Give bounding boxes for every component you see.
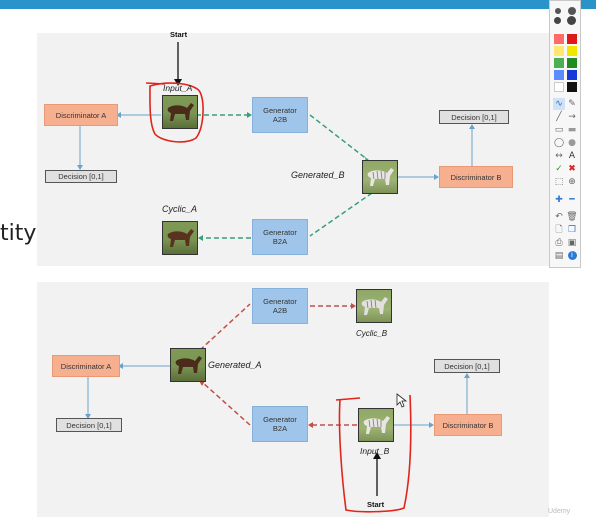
select-icon[interactable]: ⬚	[554, 177, 564, 187]
pen-icon[interactable]: ∿	[553, 98, 565, 110]
rectangle-icon[interactable]: ▭	[554, 125, 564, 135]
input-a-image	[162, 95, 198, 129]
brush-size-large-icon[interactable]	[566, 5, 578, 17]
arrow-icon[interactable]: →	[568, 112, 576, 122]
color-swatch-green[interactable]	[567, 58, 577, 68]
generator-a2b-top: Generator A2B	[252, 97, 308, 133]
color-swatch-yellow[interactable]	[567, 46, 577, 56]
delete-icon[interactable]: 🗑	[566, 212, 578, 222]
brush-size-small-icon[interactable]	[552, 5, 564, 17]
discriminator-a-top: Discriminator A	[44, 104, 118, 126]
text-icon[interactable]: A	[568, 151, 576, 161]
generator-b2a-bottom: Generator B2A	[252, 406, 308, 442]
copy-icon[interactable]: ❐	[567, 225, 577, 235]
side-text: tity	[0, 221, 37, 246]
cyclic-b-label: Cyclic_B	[356, 329, 388, 338]
cyclic-b-image	[356, 289, 392, 323]
generated-a-label: Generated_A	[208, 360, 262, 370]
generator-b2a-bottom-label: Generator B2A	[263, 415, 297, 433]
color-swatch-light-blue[interactable]	[554, 70, 564, 80]
color-swatch-light-green[interactable]	[554, 58, 564, 68]
print-icon[interactable]: ⎙	[555, 238, 563, 248]
brush-size-xl-icon[interactable]	[566, 15, 578, 27]
discriminator-b-top: Discriminator B	[439, 166, 513, 188]
zoom-icon[interactable]: ⊕	[568, 177, 576, 187]
line-icon[interactable]: ╱	[556, 112, 562, 122]
input-b-label: Input_B	[360, 446, 390, 456]
input-a-label: Input_A	[163, 83, 193, 93]
new-page-icon[interactable]: 🗋	[555, 225, 563, 235]
color-swatch-black[interactable]	[567, 82, 577, 92]
color-swatch-light-yellow[interactable]	[554, 46, 564, 56]
decision-b-top: Decision [0,1]	[439, 110, 509, 124]
generated-a-image	[170, 348, 206, 382]
input-b-image	[358, 408, 394, 442]
pencil-icon[interactable]: ✎	[568, 99, 576, 109]
start-label-bottom: Start	[367, 500, 385, 509]
color-swatch-red[interactable]	[567, 34, 577, 44]
screenshot-icon[interactable]: ▤	[554, 251, 564, 261]
save-icon[interactable]: ▣	[567, 238, 577, 248]
filled-rectangle-icon[interactable]: ▬	[567, 125, 577, 135]
brush-size-medium-icon[interactable]	[552, 15, 564, 27]
generated-b-image	[362, 160, 398, 194]
top-accent-bar	[0, 0, 596, 9]
decision-a-bottom: Decision [0,1]	[56, 418, 122, 432]
plus-icon[interactable]: ✚	[555, 195, 563, 205]
color-swatch-blue[interactable]	[567, 70, 577, 80]
generator-a2b-top-label: Generator A2B	[263, 106, 297, 124]
discriminator-a-bottom: Discriminator A	[52, 355, 120, 377]
decision-b-bottom: Decision [0,1]	[434, 359, 500, 373]
decision-a-top: Decision [0,1]	[45, 170, 117, 183]
cyclic-a-image	[162, 221, 198, 255]
filled-ellipse-icon[interactable]: ●	[568, 138, 576, 148]
generator-b2a-top: Generator B2A	[252, 219, 308, 255]
cyclic-a-label: Cyclic_A	[162, 204, 198, 214]
start-label-top: Start	[170, 30, 188, 39]
annotation-toolbar: ∿ ✎ ╱ → ▭ ▬ ◯ ● ↔ A ✓ ✖ ⬚ ⊕ ✚ ━ ↶ 🗑 🗋 ❐ …	[549, 0, 581, 268]
double-arrow-icon[interactable]: ↔	[555, 151, 563, 161]
ellipse-icon[interactable]: ◯	[553, 138, 565, 148]
generator-b2a-top-label: Generator B2A	[263, 228, 297, 246]
watermark: Udemy	[548, 508, 571, 515]
check-icon[interactable]: ✓	[555, 164, 563, 174]
generator-a2b-bottom-label: Generator A2B	[263, 297, 297, 315]
generated-b-label: Generated_B	[291, 170, 345, 180]
info-icon[interactable]: i	[566, 250, 578, 262]
generator-a2b-bottom: Generator A2B	[252, 288, 308, 324]
color-swatch-light-red[interactable]	[554, 34, 564, 44]
discriminator-b-bottom: Discriminator B	[434, 414, 502, 436]
color-swatch-white[interactable]	[554, 82, 564, 92]
minus-icon[interactable]: ━	[569, 195, 575, 205]
cross-icon[interactable]: ✖	[568, 164, 576, 174]
undo-icon[interactable]: ↶	[555, 212, 563, 222]
